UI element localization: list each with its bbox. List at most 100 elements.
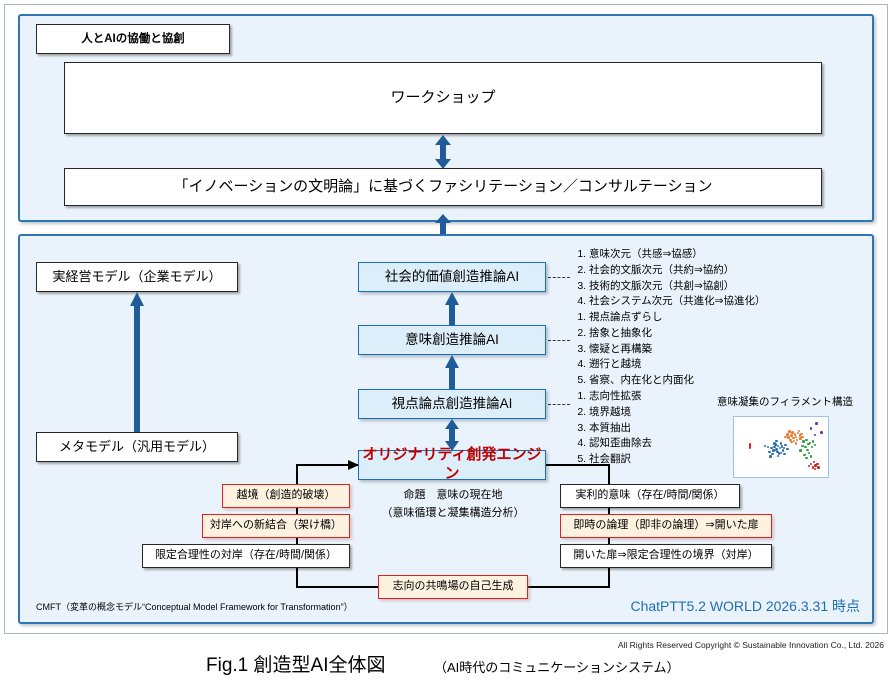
scatter-point [817,466,820,469]
list-item: 社会システム次元（共進化⇒協進化） [589,294,822,310]
engine-note-line2: （意味循環と凝集構造分析） [381,507,525,520]
scatter-point [801,444,804,448]
scatter-point [809,427,813,430]
scatter-point [820,431,823,434]
scatter-point [788,430,791,433]
double-arrow-viewpoint-engine [444,419,460,451]
scatter-point [814,464,818,467]
scatter-point [809,462,813,466]
ai-box-meaning-creation[interactable]: 意味創造推論AI [358,325,546,355]
scatter-point [775,448,778,451]
scatter-point [748,445,752,448]
scatter-point [796,431,800,435]
scatter-point [812,460,816,464]
right-flow-box-2: 即時の論理（即非の論理）⇒開いた扉 [560,514,772,538]
arrowhead-into-engine [348,458,360,470]
scatter-point [805,456,808,460]
scatter-point [773,445,776,449]
scatter-point [805,438,808,442]
scatter-point [807,451,811,455]
scatter-point [813,467,817,471]
connector-left-to-bottom [296,586,380,588]
scatter-point [798,434,802,437]
scatter-point [802,440,805,443]
scatter-point [791,436,795,440]
scatter-point [803,453,806,457]
scatter-point [775,450,779,454]
right-flow-box-3: 開いた扉⇒限定合理性の境界（対岸） [560,544,772,568]
cmft-footnote: CMFT（変革の概念モデル“Conceptual Model Framework… [36,602,353,612]
scatter-point [776,454,780,458]
filament-thumbnail-caption: 意味凝集のフィラメント構造 [717,396,853,409]
scatter-point [792,439,796,443]
connector-right-spine-3 [608,568,610,588]
scatter-point [782,446,786,450]
list-item: 省察、内在化と内面化 [589,373,822,389]
scatter-point [789,438,792,442]
scatter-point [768,450,771,454]
scatter-point [799,449,803,452]
scatter-point [815,422,818,425]
arrow-meta-to-real-model [129,292,145,432]
list-item: 視点論点ずらし [589,310,822,326]
scatter-point [779,442,783,445]
meta-model-box: メタモデル（汎用モデル） [36,432,238,462]
scatter-point [813,443,817,447]
version-stamp: ChatPTT5.2 WORLD 2026.3.31 時点 [630,598,860,614]
scatter-point [797,429,801,433]
scatter-point [799,437,803,440]
scatter-point [808,441,812,445]
scatter-point [795,438,799,442]
left-flow-box-3: 限定合理性の対岸（存在/時間/関係） [142,544,350,568]
scatter-point [784,435,787,439]
arrow-meaning-to-social [444,292,460,325]
scatter-point [806,448,809,452]
list-item: 本質抽出 [589,421,822,437]
arrow-viewpoint-to-meaning [444,355,460,389]
scatter-point [794,442,798,445]
scatter-point [800,432,803,436]
connector-left-spine-1 [296,508,298,514]
ai-box-viewpoint[interactable]: 視点論点創造推論AI [358,389,546,419]
originality-engine-box[interactable]: オリジナリティ創発エンジン [358,446,546,482]
top-panel-header-badge: 人とAIの協働と協創 [36,24,230,54]
dash-connector-1 [548,277,570,278]
scatter-point [801,435,804,439]
list-item: 技術的文脈次元（共創⇒協創） [589,279,822,295]
right-flow-box-1: 実利的意味（存在/時間/関係） [560,484,740,508]
filament-scatter-thumbnail [733,416,829,478]
double-arrow-workshop-facilitation [434,135,452,169]
figure-subtitle: （AI時代のコミュニケーションシステム） [434,660,680,675]
bottom-link-box: 志向の共鳴場の自己生成 [378,575,528,599]
list-meaning-creation: 視点論点ずらし 捨象と抽象化 懐疑と再構築 遡行と越境 省察、内在化と内面化 [572,310,822,389]
scatter-point [811,466,815,469]
list-item: 志向性拡張 [589,389,822,405]
list-social-value: 意味次元（共感⇒協感） 社会的文脈次元（共約⇒協約） 技術的文脈次元（共創⇒協創… [572,247,822,310]
scatter-point [783,452,787,456]
scatter-point [772,449,775,452]
ai-box-social-value[interactable]: 社会的価値創造推論AI [358,262,546,292]
scatter-point [775,439,778,443]
list-item: 捨象と抽象化 [589,326,822,342]
connector-right-down [608,464,610,486]
connector-right-spine-2 [608,538,610,544]
workshop-box: ワークショップ [64,62,822,134]
scatter-point [784,443,787,447]
scatter-point [810,445,814,449]
scatter-point [794,435,798,439]
scatter-point [777,452,781,455]
scatter-point [806,442,810,446]
scatter-point [790,431,794,434]
scatter-point [771,452,774,456]
connector-left-spine-3 [296,568,298,588]
scatter-point [748,446,752,450]
left-flow-box-2: 対岸への新結合（架け橋） [202,514,350,538]
connector-right-spine-1 [608,508,610,514]
list-item: 遡行と越境 [589,357,822,373]
scatter-point [813,433,817,437]
scatter-point [769,455,772,458]
scatter-point [786,433,789,436]
list-viewpoint: 志向性拡張 境界越境 本質抽出 認知歪曲除去 社会翻訳 [572,389,822,468]
list-item: 認知歪曲除去 [589,436,822,452]
scatter-point [804,445,807,449]
